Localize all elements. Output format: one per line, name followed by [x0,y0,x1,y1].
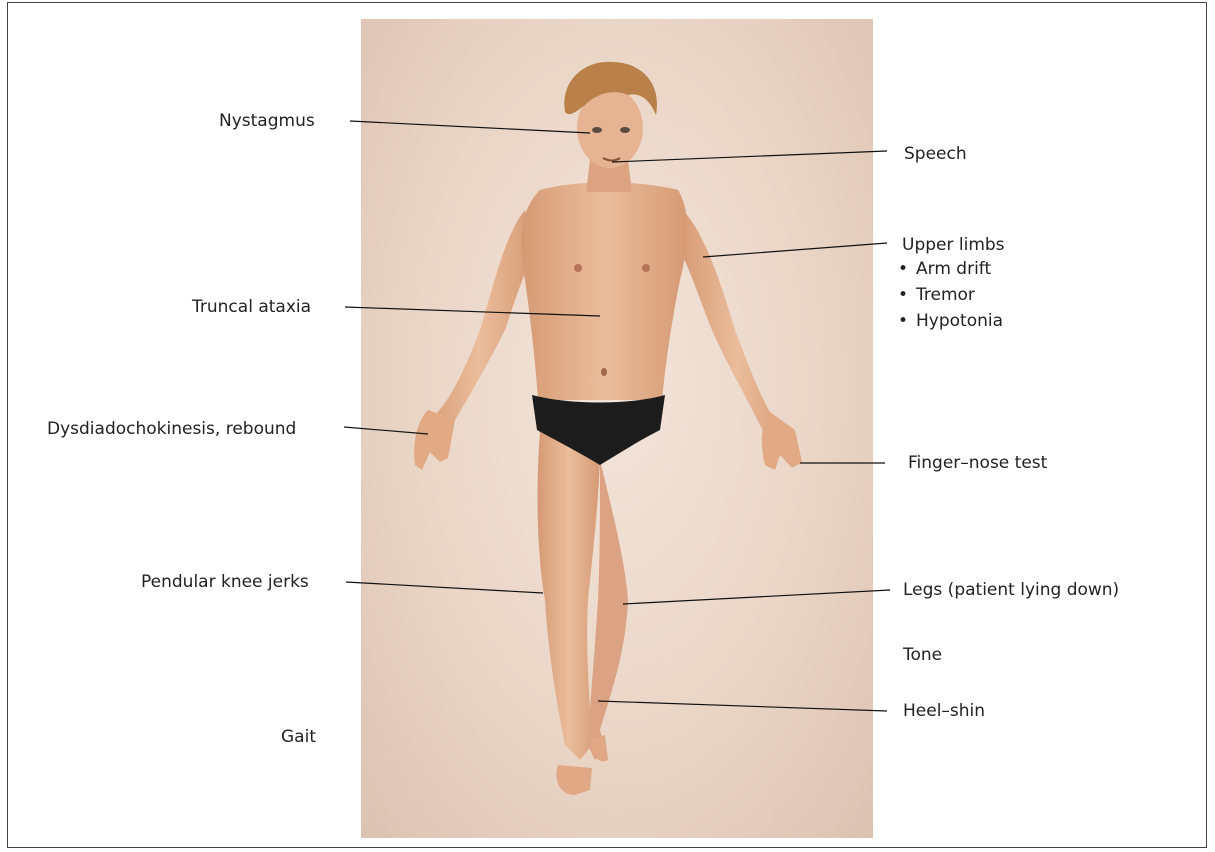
left-arm [423,210,535,448]
label-truncal-ataxia: Truncal ataxia [192,297,311,317]
label-speech: Speech [904,144,967,164]
upper-limbs-list: Arm drift Tremor Hypotonia [898,256,1003,334]
list-item-hypotonia: Hypotonia [898,308,1003,334]
label-legs: Legs (patient lying down) [903,580,1119,600]
right-hand [762,412,802,470]
label-dysdiadochokinesis: Dysdiadochokinesis, rebound [47,419,296,439]
list-item-tremor: Tremor [898,282,1003,308]
torso [521,183,687,401]
label-tone: Tone [903,645,942,665]
label-gait: Gait [281,727,316,747]
label-nystagmus: Nystagmus [219,111,315,131]
left-hand [414,410,455,470]
list-item-arm-drift: Arm drift [898,256,1003,282]
label-heel-shin: Heel–shin [903,701,985,721]
label-finger-nose: Finger–nose test [908,453,1047,473]
label-upper-limbs: Upper limbs [902,235,1005,255]
label-pendular-knee-jerks: Pendular knee jerks [141,572,309,592]
